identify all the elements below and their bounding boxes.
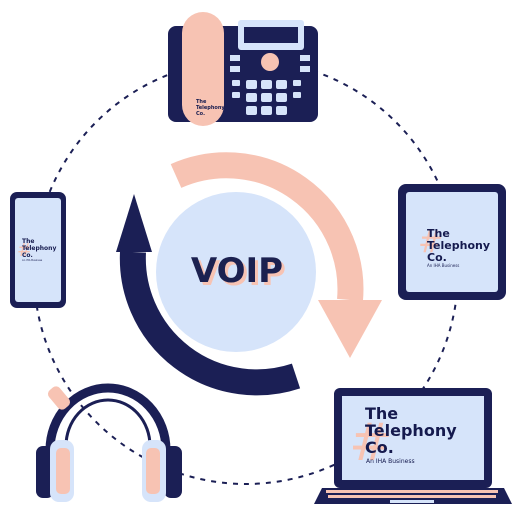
tablet-brand-line1: The [427, 227, 450, 240]
tablet-hash-mark: # [418, 225, 443, 260]
laptop-brand-line3: Co. [365, 438, 394, 457]
tablet-brand-line3: Co. [427, 251, 447, 264]
tablet-brand-tagline: An IHA Business [427, 263, 459, 268]
desk-phone-icon: The Telephony Co. [168, 12, 318, 126]
laptop-brand-line1: The [365, 404, 398, 423]
laptop-icon: # The Telephony Co. An IHA Business [314, 388, 512, 504]
headset-icon [36, 383, 182, 502]
pink-cycle-arrow [170, 152, 382, 358]
laptop-brand-tagline: An IHA Business [366, 458, 415, 465]
smartphone-icon: # The Telephony Co. An IHA Business [10, 192, 66, 308]
smartphone-brand-tagline: An IHA Business [22, 258, 43, 262]
smartphone-brand-line2: Telephony [22, 245, 56, 252]
laptop-brand-line2: Telephony [365, 421, 457, 440]
laptop-hash-mark: # [349, 413, 393, 473]
phone-hash-mark: # [17, 240, 32, 261]
phone-brand-line2: Telephony [196, 105, 225, 111]
smartphone-brand-line1: The [22, 238, 34, 245]
phone-brand-line1: The [196, 99, 207, 105]
phone-brand-line3: Co. [196, 111, 205, 117]
voip-label: VOIP [191, 251, 283, 291]
voip-label-shadow: VOIP [194, 254, 286, 294]
smartphone-brand-line3: Co. [22, 252, 33, 259]
navy-cycle-arrow [116, 194, 301, 396]
tablet-brand-line2: Telephony [427, 239, 490, 252]
center-circle [156, 192, 316, 352]
tablet-icon: # The Telephony Co. An IHA Business [398, 184, 506, 300]
